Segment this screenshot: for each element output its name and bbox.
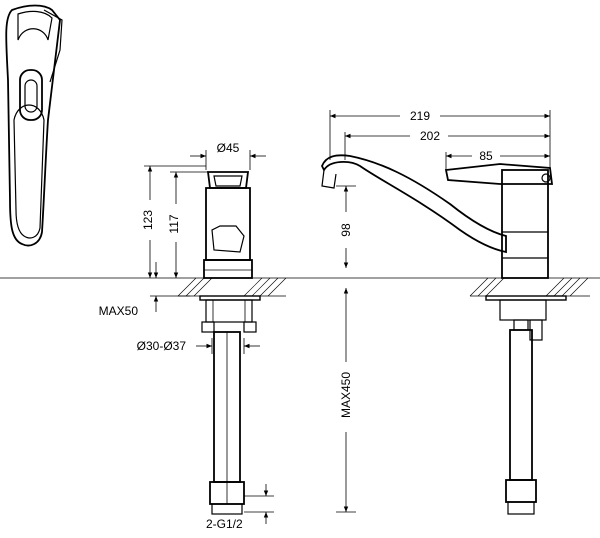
countertop-hatch-center bbox=[177, 277, 287, 297]
dim-202-label: 202 bbox=[420, 129, 440, 143]
dim-g12: 2-G1/2 bbox=[206, 484, 274, 531]
dim-117: 117 bbox=[167, 171, 210, 278]
side-view-faucet bbox=[321, 154, 567, 515]
dim-219: 219 bbox=[329, 109, 551, 170]
dim-45: Ø45 bbox=[190, 141, 266, 170]
countertop-hatch-right bbox=[469, 277, 590, 297]
dim-85: 85 bbox=[445, 149, 550, 170]
dim-max50-label: MAX50 bbox=[99, 304, 139, 318]
dim-30-37: Ø30-Ø37 bbox=[137, 338, 260, 354]
dim-max50: MAX50 bbox=[99, 262, 190, 318]
dim-max450-label: MAX450 bbox=[339, 372, 353, 418]
dim-30-37-label: Ø30-Ø37 bbox=[137, 339, 187, 353]
dim-123: 123 bbox=[141, 165, 206, 278]
countertop bbox=[0, 277, 600, 297]
top-view-handle bbox=[5, 4, 63, 247]
front-view-faucet bbox=[199, 171, 261, 515]
dim-45-label: Ø45 bbox=[217, 141, 240, 155]
dim-117-label: 117 bbox=[167, 214, 181, 233]
dim-219-label: 219 bbox=[410, 109, 430, 123]
dim-123-label: 123 bbox=[141, 210, 155, 230]
dim-98-max450: 98 MAX450 bbox=[336, 185, 356, 513]
dim-g12-label: 2-G1/2 bbox=[206, 517, 243, 531]
dim-98-label: 98 bbox=[339, 223, 353, 237]
dim-202: 202 bbox=[344, 129, 550, 160]
dim-85-label: 85 bbox=[479, 149, 493, 163]
